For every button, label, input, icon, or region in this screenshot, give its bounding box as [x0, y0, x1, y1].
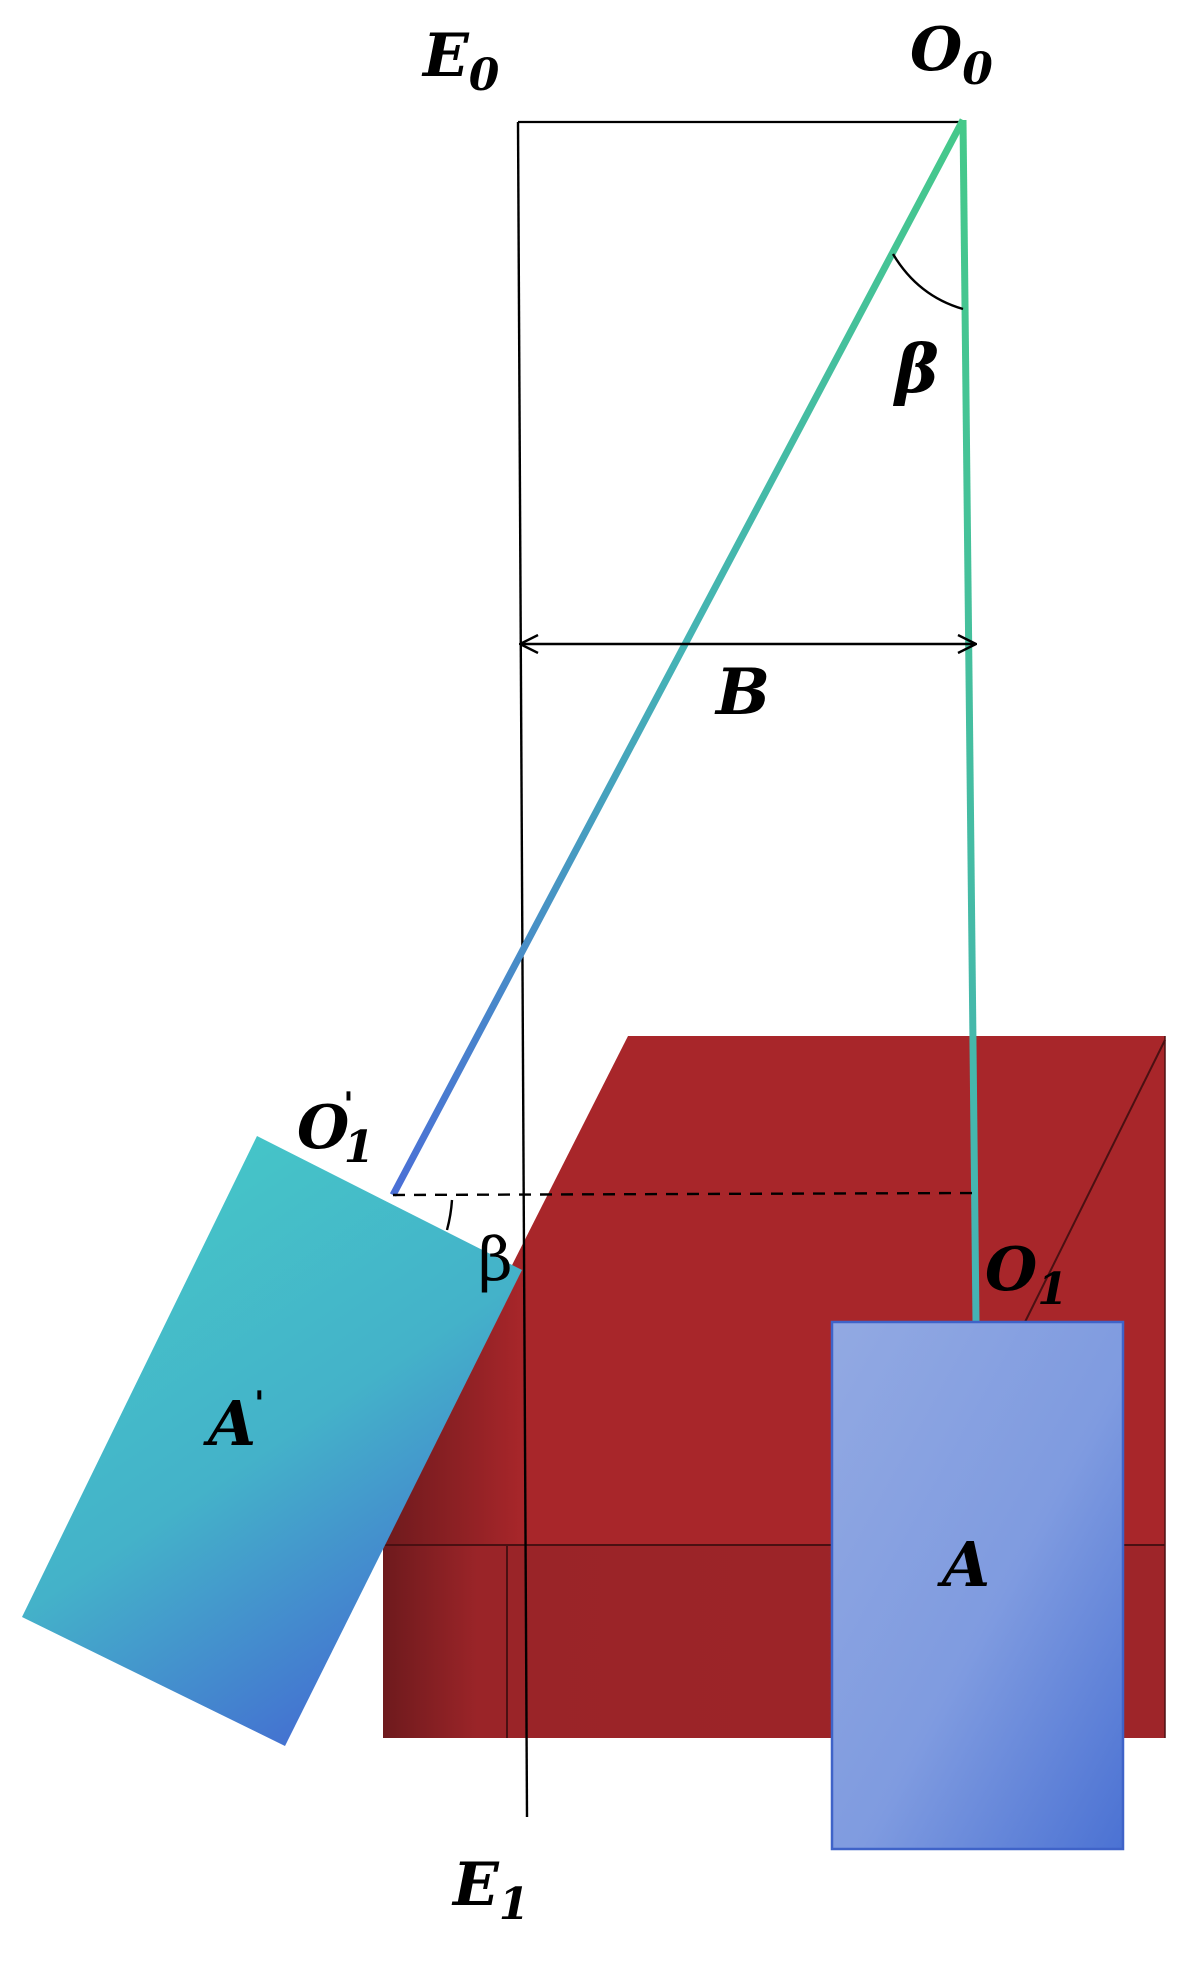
vertical-line-e0-e1 — [516, 121, 529, 1818]
beta-angle-arc-bottom — [445, 1199, 454, 1231]
table-back-edge — [1024, 1039, 1166, 1323]
label-o0: O0 — [910, 15, 993, 95]
beta-angle-arc-top — [891, 253, 964, 311]
rope-o0-to-o1 — [959, 119, 980, 1323]
label-o1-prime: O'1 — [297, 1085, 374, 1173]
rope-o0-to-o1-prime — [389, 118, 967, 1197]
dashed-horizontal-line — [392, 1191, 979, 1197]
label-beta-bottom: β — [478, 1225, 513, 1295]
box-a-prime — [22, 1136, 522, 1746]
box-a — [830, 1320, 1125, 1851]
label-e0: E0 — [421, 21, 500, 101]
label-a: A — [937, 1528, 990, 1601]
label-beta-top: β — [892, 330, 939, 408]
label-e1: E1 — [451, 1850, 529, 1930]
reference-frame — [516, 120, 964, 1818]
label-o1: O1 — [985, 1235, 1068, 1315]
label-b: B — [714, 655, 770, 730]
ropes — [389, 118, 980, 1323]
label-a-prime: A' — [203, 1384, 265, 1460]
